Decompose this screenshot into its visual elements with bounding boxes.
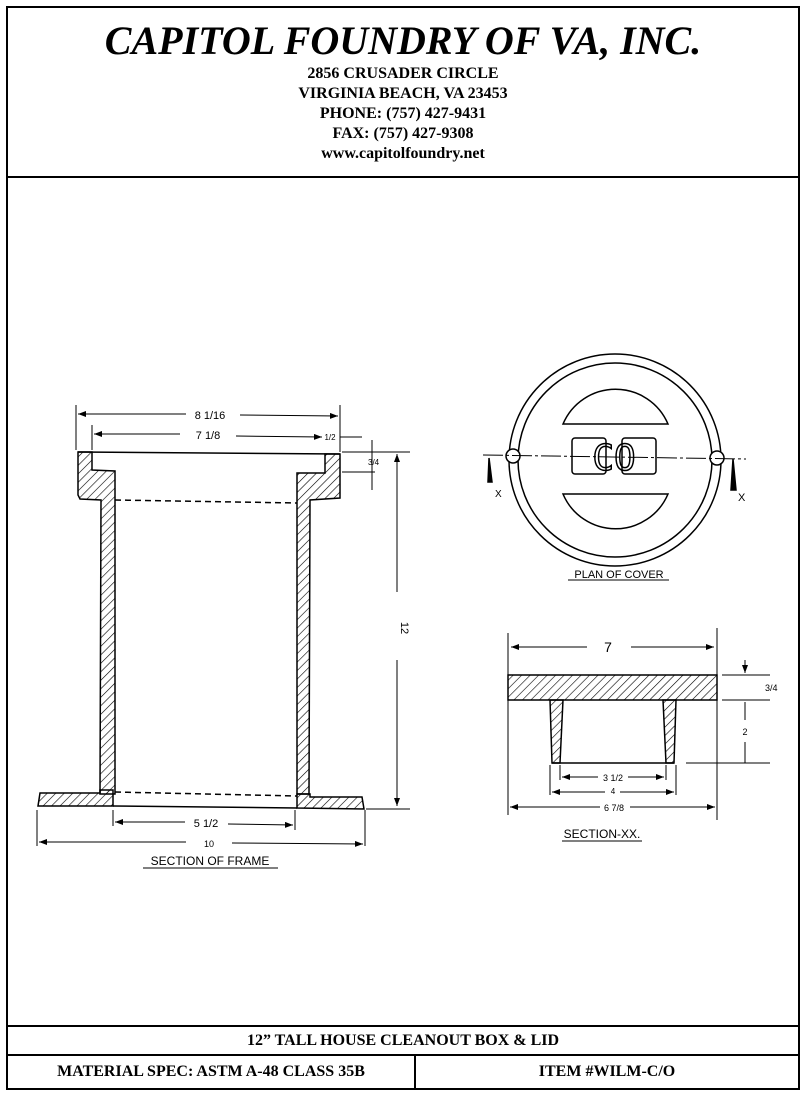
dim-outer: 4 bbox=[611, 787, 616, 796]
dim-inner-top: 7 1/8 bbox=[196, 430, 220, 442]
frame-base-left bbox=[37, 789, 114, 807]
cover-lettering: CO bbox=[592, 438, 635, 479]
footer-row: MATERIAL SPEC: ASTM A-48 CLASS 35B ITEM … bbox=[8, 1056, 798, 1088]
frame-section bbox=[36, 405, 410, 869]
website: www.capitolfoundry.net bbox=[321, 145, 485, 162]
dim-overall: 6 7/8 bbox=[604, 803, 624, 813]
address-line-2: VIRGINIA BEACH, VA 23453 bbox=[298, 85, 508, 102]
drawing-title: 12” TALL HOUSE CLEANOUT BOX & LID bbox=[8, 1025, 798, 1056]
phone: PHONE: (757) 427-9431 bbox=[319, 105, 487, 122]
drawing-sheet: CAPITOL FOUNDRY OF VA, INC. 2856 CRUSADE… bbox=[6, 6, 800, 1090]
address-line-1: 2856 CRUSADER CIRCLE bbox=[307, 65, 499, 82]
section-mark-left: X bbox=[495, 489, 502, 500]
item-number: ITEM #WILM-C/O bbox=[538, 1063, 676, 1080]
cover-plan-label: PLAN OF COVER bbox=[574, 569, 663, 581]
dim-skirt: 2 bbox=[742, 727, 747, 737]
fax: FAX: (757) 427-9308 bbox=[332, 125, 474, 142]
dim-bore: 5 1/2 bbox=[194, 818, 218, 830]
dim-cover-thickness: 3/4 bbox=[765, 683, 778, 693]
dim-height: 12 bbox=[398, 622, 410, 634]
cover-section bbox=[507, 628, 770, 842]
company-name: CAPITOL FOUNDRY OF VA, INC. bbox=[104, 18, 702, 63]
title-block-header: CAPITOL FOUNDRY OF VA, INC. 2856 CRUSADE… bbox=[8, 8, 798, 178]
cover-plan bbox=[482, 353, 747, 581]
dim-inner: 3 1/2 bbox=[603, 773, 623, 783]
dim-recess: 3/4 bbox=[368, 458, 380, 467]
section-mark-right: X bbox=[738, 492, 746, 504]
dim-overall-top: 8 1/16 bbox=[195, 410, 226, 422]
cover-section-label: SECTION-XX. bbox=[564, 827, 641, 841]
frame-label: SECTION OF FRAME bbox=[151, 854, 270, 868]
dim-lip: 1/2 bbox=[324, 433, 336, 442]
dim-cover-width: 7 bbox=[604, 639, 612, 655]
dim-base: 10 bbox=[204, 839, 214, 849]
material-spec: MATERIAL SPEC: ASTM A-48 CLASS 35B bbox=[8, 1056, 416, 1088]
